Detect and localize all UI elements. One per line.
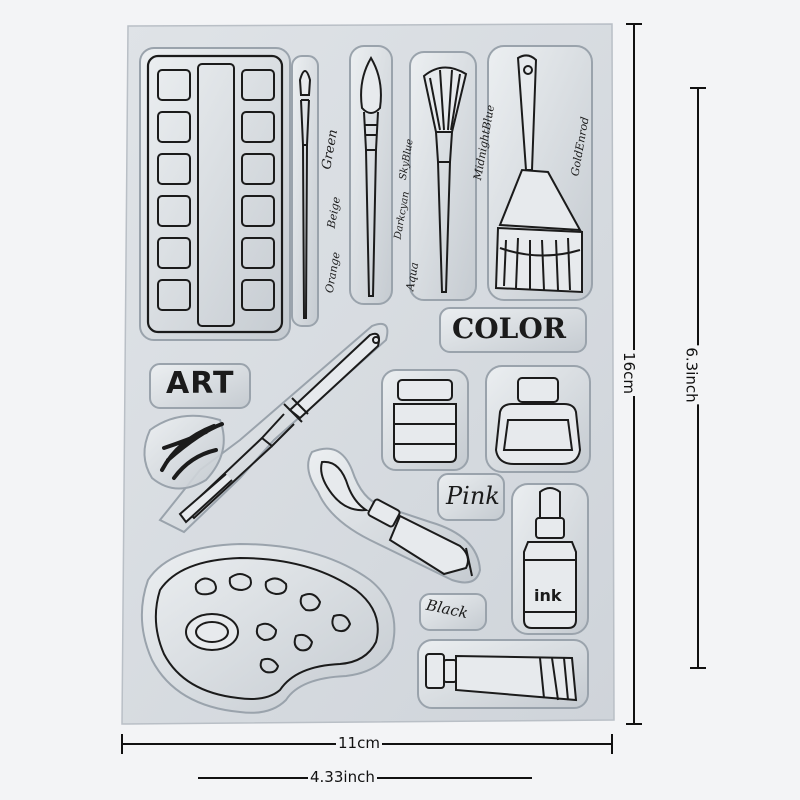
- artist-palette-icon: [140, 542, 396, 714]
- paint-tube-icon: [307, 447, 482, 584]
- pink-word: Pink: [446, 482, 500, 510]
- fan-paintbrush-icon: [409, 51, 477, 301]
- height-cm-label: 16cm: [619, 350, 638, 396]
- brush-stroke-icon: [143, 414, 225, 490]
- art-label-stamp: [149, 363, 251, 409]
- large-paint-tube-icon: [417, 639, 589, 709]
- paint-jar-icon: [381, 369, 469, 471]
- black-label-stamp: [419, 593, 487, 631]
- height-inch-label: 6.3inch: [682, 345, 701, 405]
- art-word: ART: [166, 366, 235, 401]
- dropper-bottle-icon: [511, 483, 589, 635]
- palette-knife-icon: [158, 322, 389, 534]
- color-label-stamp: [439, 307, 587, 353]
- thin-paintbrush-icon: [291, 55, 319, 327]
- width-cm-label: 11cm: [336, 734, 382, 752]
- round-paintbrush-icon: [349, 45, 393, 305]
- watercolor-box-icon: [139, 47, 291, 341]
- flat-paintbrush-icon: [487, 45, 593, 301]
- ink-bottle-icon: [485, 365, 591, 473]
- width-inch-label: 4.33inch: [308, 768, 377, 786]
- ink-word: ink: [534, 586, 562, 605]
- color-word: COLOR: [452, 312, 567, 345]
- pink-label-stamp: [437, 473, 505, 521]
